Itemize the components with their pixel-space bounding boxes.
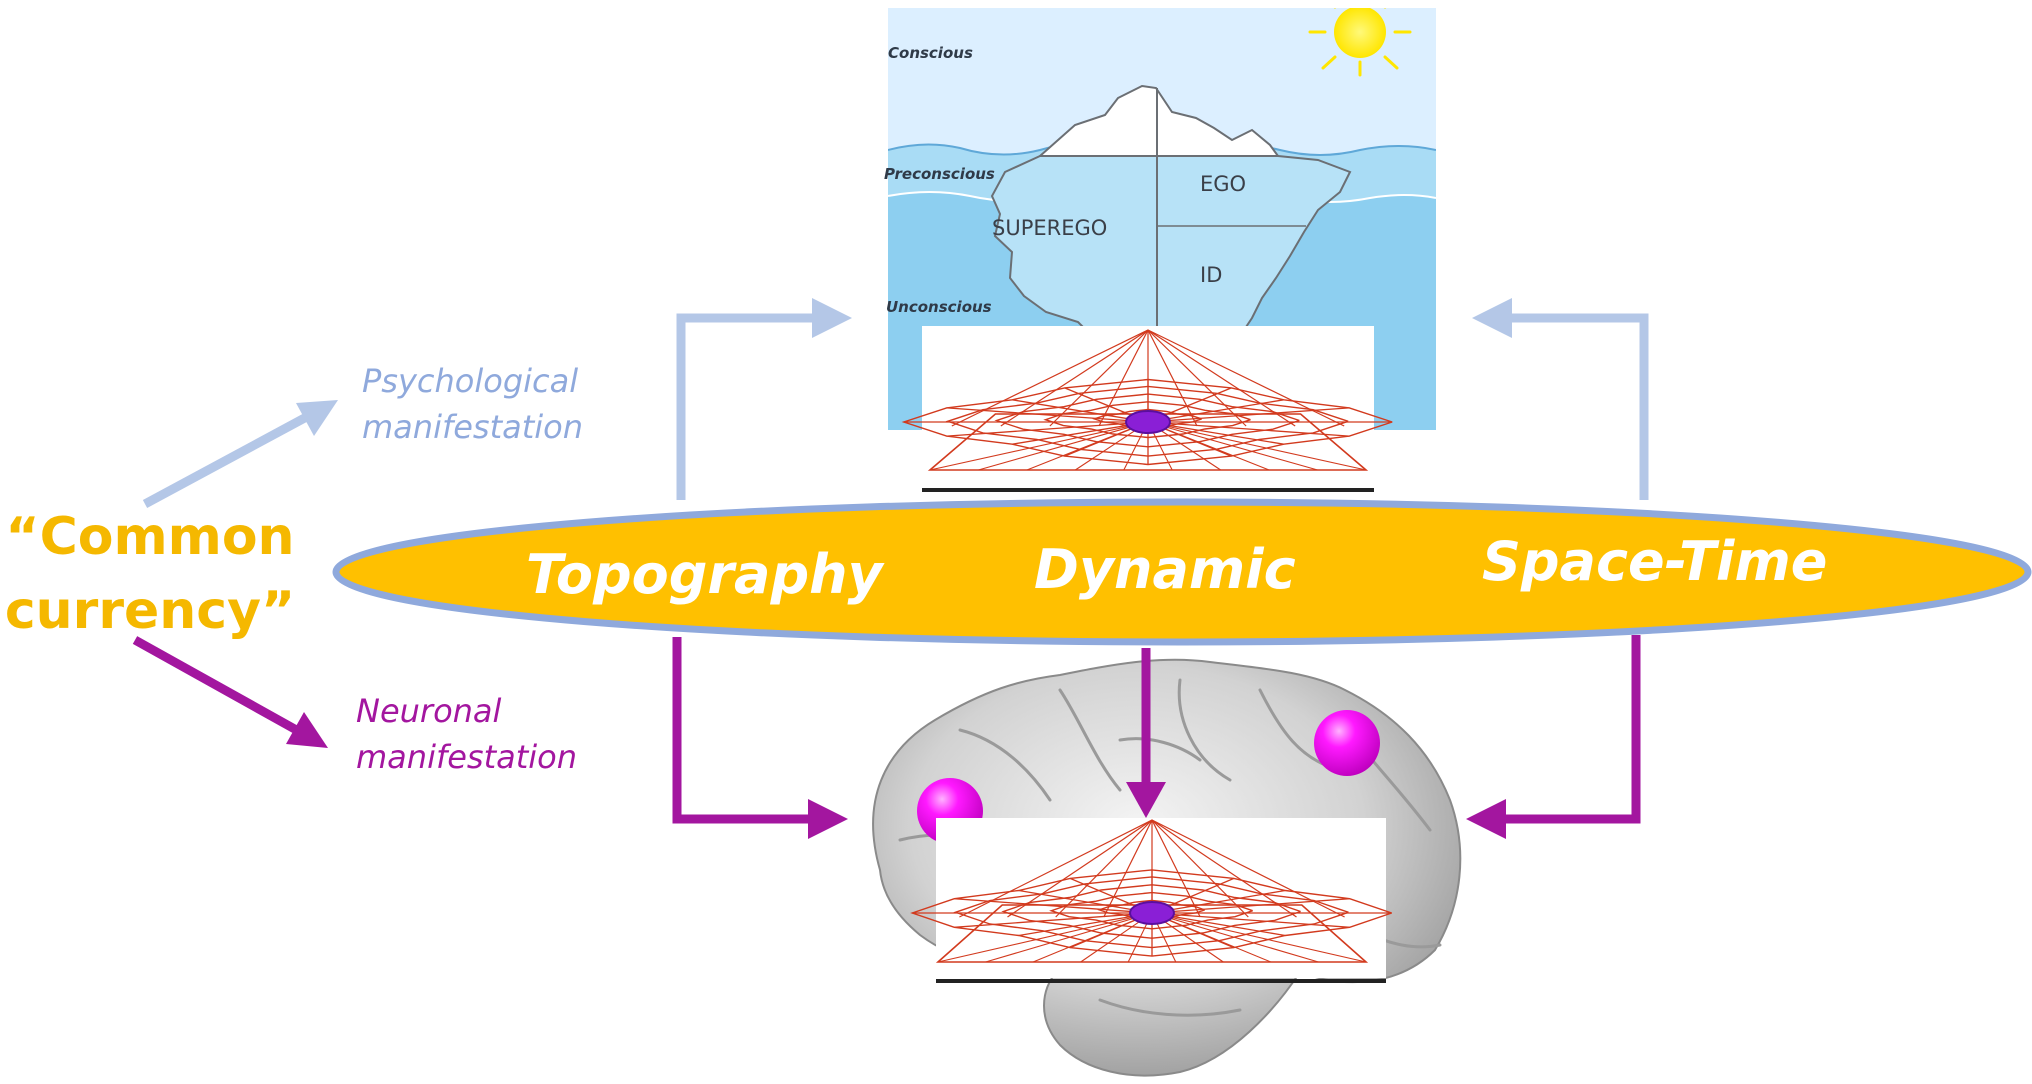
arrow-head-left-magenta	[808, 799, 848, 839]
common-currency-label: “Common currency”	[0, 500, 300, 648]
arrow-head-center-magenta	[1126, 782, 1166, 818]
psychological-line1: Psychological	[362, 362, 579, 400]
bottom-mesh-panel	[936, 818, 1386, 978]
dynamic-label: Dynamic	[1034, 538, 1296, 601]
arrow-to-psychological-manifestation	[142, 410, 315, 508]
sun-icon	[1308, 8, 1412, 77]
ego-label: EGO	[1200, 172, 1247, 196]
arrow-to-neuronal-manifestation	[132, 636, 303, 736]
arrow-head-right-magenta	[1466, 799, 1506, 839]
arrow-head-neuronal	[286, 712, 328, 748]
arrow-head-psychological	[296, 400, 338, 436]
arrow-topography-to-neuronal	[672, 637, 822, 824]
common-currency-ellipse	[332, 498, 2032, 646]
network-mesh-bottom	[910, 819, 1392, 963]
psychological-manifestation-label: Psychological manifestation	[362, 358, 583, 450]
psychological-line2: manifestation	[362, 408, 584, 446]
id-label: ID	[1200, 263, 1223, 287]
neuronal-line2: manifestation	[356, 738, 578, 776]
arrow-head-right-blue	[1472, 298, 1512, 338]
arrow-spacetime-to-psychological	[1484, 313, 1649, 500]
common-currency-line2: currency”	[4, 581, 296, 641]
neuronal-manifestation-label: Neuronal manifestation	[356, 688, 577, 780]
superego-label: SUPEREGO	[992, 216, 1108, 240]
common-currency-line1: “Common	[5, 507, 295, 567]
iceberg-tip	[1037, 84, 1280, 157]
space-time-label: Space-Time	[1482, 530, 1828, 593]
preconscious-label: Preconscious	[884, 165, 995, 183]
network-mesh-top	[901, 329, 1393, 471]
neuronal-line1: Neuronal	[356, 692, 502, 730]
topography-label: Topography	[526, 543, 883, 606]
conscious-label: Conscious	[888, 44, 973, 62]
arrow-head-left-blue	[812, 298, 852, 338]
unconscious-label: Unconscious	[886, 298, 992, 316]
magenta-node-right	[1314, 710, 1380, 776]
arrow-topography-to-psychological	[676, 313, 840, 500]
arrow-spacetime-to-neuronal	[1492, 635, 1641, 824]
